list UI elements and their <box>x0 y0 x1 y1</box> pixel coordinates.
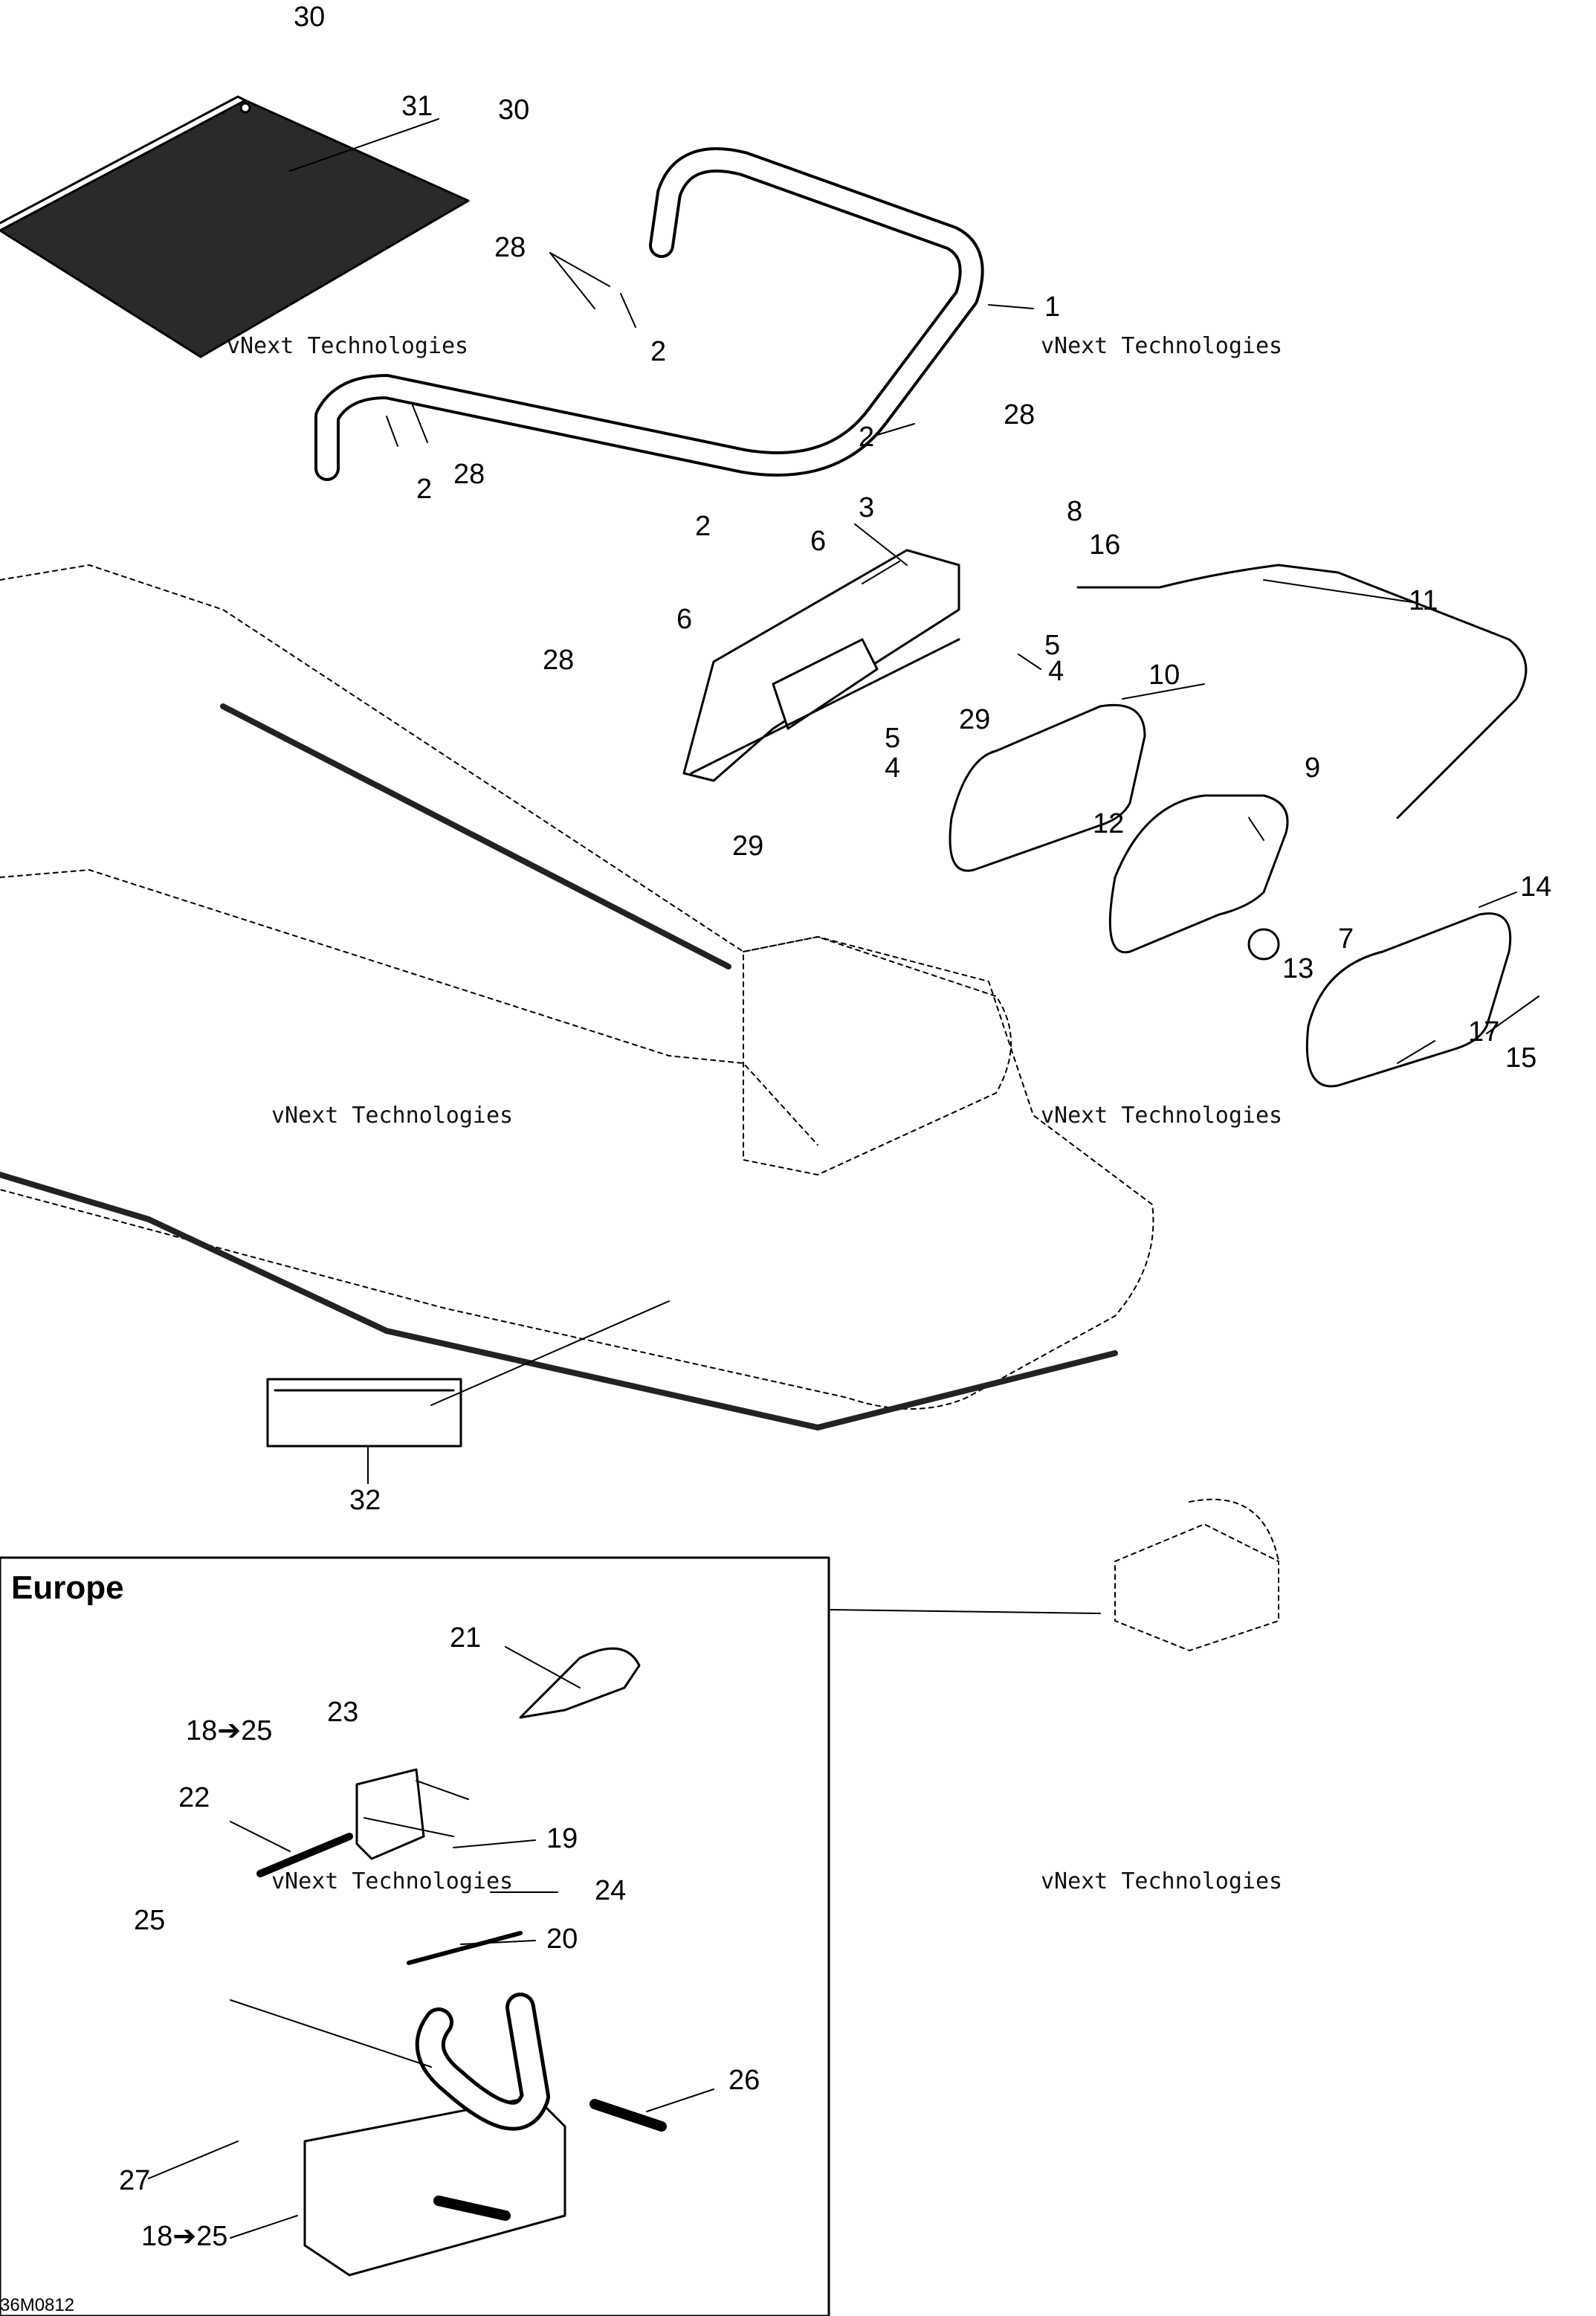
callout-3: 3 <box>859 492 874 523</box>
callout-16: 16 <box>1089 529 1120 561</box>
reference-code: 36M0812 <box>0 2295 74 2315</box>
decal-part <box>266 1378 462 1448</box>
watermark-text: vNext Technologies <box>271 1103 513 1129</box>
tail-light-parts <box>949 703 1512 1088</box>
watermark-text: vNext Technologies <box>1041 333 1282 359</box>
callout-2: 2 <box>650 336 666 367</box>
callout-8: 8 <box>1067 496 1082 527</box>
callout-5: 5 <box>1044 630 1060 661</box>
callout-30: 30 <box>294 1 325 33</box>
callout-28: 28 <box>543 645 574 676</box>
watermark-text: vNext Technologies <box>271 1868 513 1894</box>
callout-4: 4 <box>1048 656 1064 687</box>
callout-25: 25 <box>134 1905 165 1936</box>
europe-inset-frame <box>0 1556 830 2316</box>
callout-12: 12 <box>1093 808 1124 839</box>
callout-7: 7 <box>1338 923 1354 955</box>
callout-18-25: 18➔25 <box>141 2221 227 2252</box>
callout-28: 28 <box>1004 399 1035 430</box>
callout-28: 28 <box>453 459 485 490</box>
callout-9: 9 <box>1305 752 1320 784</box>
inset-parts <box>256 1647 667 2277</box>
grab-handle-part <box>314 147 984 481</box>
callout-11: 11 <box>1409 585 1438 616</box>
mat-part <box>0 95 470 358</box>
callout-2: 2 <box>859 422 874 453</box>
inset-title: Europe <box>11 1570 124 1606</box>
callout-18-25: 18➔25 <box>186 1715 272 1746</box>
callout-14: 14 <box>1520 871 1551 903</box>
callout-29: 29 <box>732 830 763 862</box>
callout-32: 32 <box>349 1485 381 1516</box>
wire-harness-part <box>1076 564 1528 819</box>
callout-labels: 30 31 30 28 1 2 28 2 2 28 2 3 6 8 16 11 … <box>0 1 1551 2315</box>
callout-17: 17 <box>1468 1016 1499 1048</box>
callout-23: 23 <box>327 1697 358 1728</box>
callout-5: 5 <box>885 723 900 754</box>
callout-31: 31 <box>401 91 433 122</box>
callout-28: 28 <box>494 232 526 263</box>
callout-29: 29 <box>959 704 990 735</box>
watermark-group: vNext Technologies vNext Technologies vN… <box>227 333 1282 1894</box>
callout-30: 30 <box>498 94 529 126</box>
callout-26: 26 <box>728 2065 760 2096</box>
callout-24: 24 <box>595 1875 626 1906</box>
callout-2: 2 <box>416 474 432 505</box>
track-belt <box>0 703 1118 1430</box>
bracket-part <box>682 549 960 782</box>
callout-4: 4 <box>885 752 900 784</box>
callout-15: 15 <box>1505 1042 1537 1074</box>
watermark-text: vNext Technologies <box>227 333 468 359</box>
hitch-detail <box>1114 1498 1279 1651</box>
watermark-text: vNext Technologies <box>1041 1103 1282 1129</box>
callout-10: 10 <box>1148 659 1180 691</box>
callout-22: 22 <box>178 1782 210 1813</box>
callout-1: 1 <box>1044 291 1060 323</box>
callout-2: 2 <box>695 511 711 542</box>
vehicle-frame <box>0 564 1154 1410</box>
callout-19: 19 <box>546 1823 578 1854</box>
callout-27: 27 <box>119 2165 150 2196</box>
callout-13: 13 <box>1282 953 1314 984</box>
callout-6: 6 <box>676 604 692 635</box>
watermark-text: vNext Technologies <box>1041 1868 1282 1894</box>
callout-21: 21 <box>450 1622 481 1654</box>
leader-lines <box>148 118 1540 2239</box>
callout-20: 20 <box>546 1923 578 1955</box>
callout-6: 6 <box>810 526 826 557</box>
